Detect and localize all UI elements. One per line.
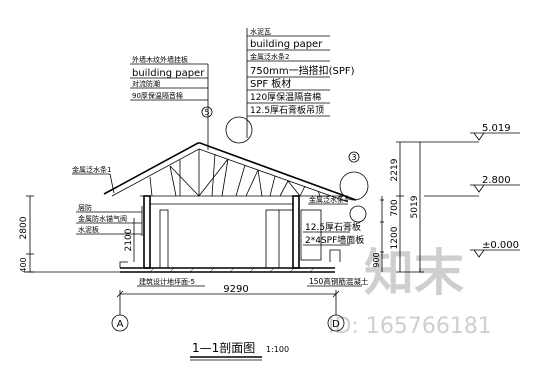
dim-left-wall-height: 2800 [19, 216, 29, 239]
tree-shrub [349, 205, 367, 223]
section-scale: 1:100 [266, 345, 289, 354]
watermark: 知末 ID: 165766181 [328, 244, 492, 339]
top-callout-line-4: 750mm一挡搭扣(SPF) [250, 64, 355, 77]
axis-bubble-left [111, 314, 129, 332]
interior-partition [159, 209, 169, 269]
dim-right-lower: 900 [372, 252, 381, 267]
axis-label-right: D [332, 319, 340, 330]
roof-underside [111, 148, 349, 203]
right-callout-line-1: 12.5厚石膏板 [305, 221, 361, 233]
roof-top-line [103, 142, 357, 201]
flashing-label-1: 金属泛水条1 [72, 165, 111, 174]
dim-right-total: 5019 [410, 195, 420, 218]
callout-numbers: 5 3 [201, 106, 360, 163]
top-callout: 水泥瓦 building paper 金属泛水条2 750mm一挡搭扣(SPF)… [246, 27, 355, 138]
top-callout-line-1: 水泥瓦 [250, 27, 271, 36]
axis-label-left: A [117, 319, 124, 330]
axis-bubble-right [327, 314, 345, 332]
right-callout: 12.5厚石膏板 2*4SPF墙面板 [303, 221, 364, 246]
elevation-markers: 5.019 2.800 ±0.000 [424, 123, 520, 258]
right-dimensions: 5019 2219 700 1200 900 [372, 141, 424, 273]
left-dimensions: 2800 400 2100 [19, 195, 135, 273]
tree-top [225, 116, 253, 144]
dim-span: 9290 [223, 284, 248, 295]
left-wall [143, 195, 151, 269]
top-callout-line-2: building paper [250, 39, 323, 50]
step-left [119, 261, 128, 268]
elevation-ground: ±0.000 [482, 240, 519, 251]
door-opening [265, 209, 294, 269]
top-callout-line-7: 12.5厚石膏板吊顶 [250, 104, 324, 116]
foundation [24, 261, 335, 273]
dim-right-mid-1: 700 [390, 199, 400, 216]
callout-number-2: 3 [351, 153, 356, 162]
left-upper-callout: 外墙木纹外墙挂板 building paper 对流防潮 90厚保温隔音棉 [130, 55, 209, 150]
roof [103, 142, 357, 203]
section-title-block: 1—1剖面图 1:100 [190, 341, 289, 361]
elevation-ridge: 5.019 [482, 123, 511, 134]
axis-bubbles: A D [111, 310, 345, 332]
left-upper-line-3: 对流防潮 [132, 79, 160, 88]
right-window [300, 209, 322, 261]
callout-circle-1 [201, 106, 213, 118]
tree-right [339, 171, 369, 201]
top-callout-line-3: 金属泛水条2 [250, 52, 289, 61]
bottom-labels: 150高钢筋混凝土 建筑设计地坪面-5 [137, 276, 369, 287]
section-title: 1—1剖面图 [192, 341, 255, 355]
walls [143, 195, 322, 269]
site-label: 建筑设计地坪面-5 [139, 277, 195, 286]
slab-hatch [149, 267, 315, 273]
left-lower-callout: 层防 金属防水锚气阀 水泥板 [76, 203, 143, 236]
left-upper-line-2: building paper [132, 68, 205, 79]
span-dimension: 9290 [116, 284, 340, 310]
flashing-label-4: 金属泛水条4 [309, 195, 349, 204]
left-lower-line-3: 水泥板 [78, 225, 99, 234]
left-lower-line-2: 金属防水锚气阀 [78, 214, 127, 223]
callout-number-1: 5 [204, 108, 209, 117]
stair-shape [329, 249, 341, 262]
right-wall [292, 195, 300, 269]
watermark-id: ID: 165766181 [328, 314, 492, 339]
trees [225, 116, 369, 262]
flashing-labels: 金属泛水条1 金属泛水条4 [72, 165, 349, 205]
left-upper-line-1: 外墙木纹外墙挂板 [132, 55, 188, 64]
dim-interior-height: 2100 [124, 228, 134, 251]
foundation-callout: 150高钢筋混凝土 [309, 276, 369, 286]
right-callout-line-2: 2*4SPF墙面板 [305, 234, 364, 246]
dim-right-mid-2: 1200 [390, 226, 400, 249]
left-upper-line-4: 90厚保温隔音棉 [132, 91, 183, 100]
dim-plinth: 400 [19, 257, 28, 272]
top-callout-line-5: SPF 板材 [250, 77, 291, 90]
dim-right-upper: 2219 [390, 158, 400, 181]
truss-webs [149, 149, 321, 197]
left-lower-line-1: 层防 [78, 203, 92, 212]
watermark-brand: 知末 [364, 244, 464, 302]
top-callout-line-6: 120厚保温隔音棉 [250, 91, 321, 103]
callout-circle-2 [348, 151, 360, 163]
elevation-eave: 2.800 [482, 175, 511, 186]
